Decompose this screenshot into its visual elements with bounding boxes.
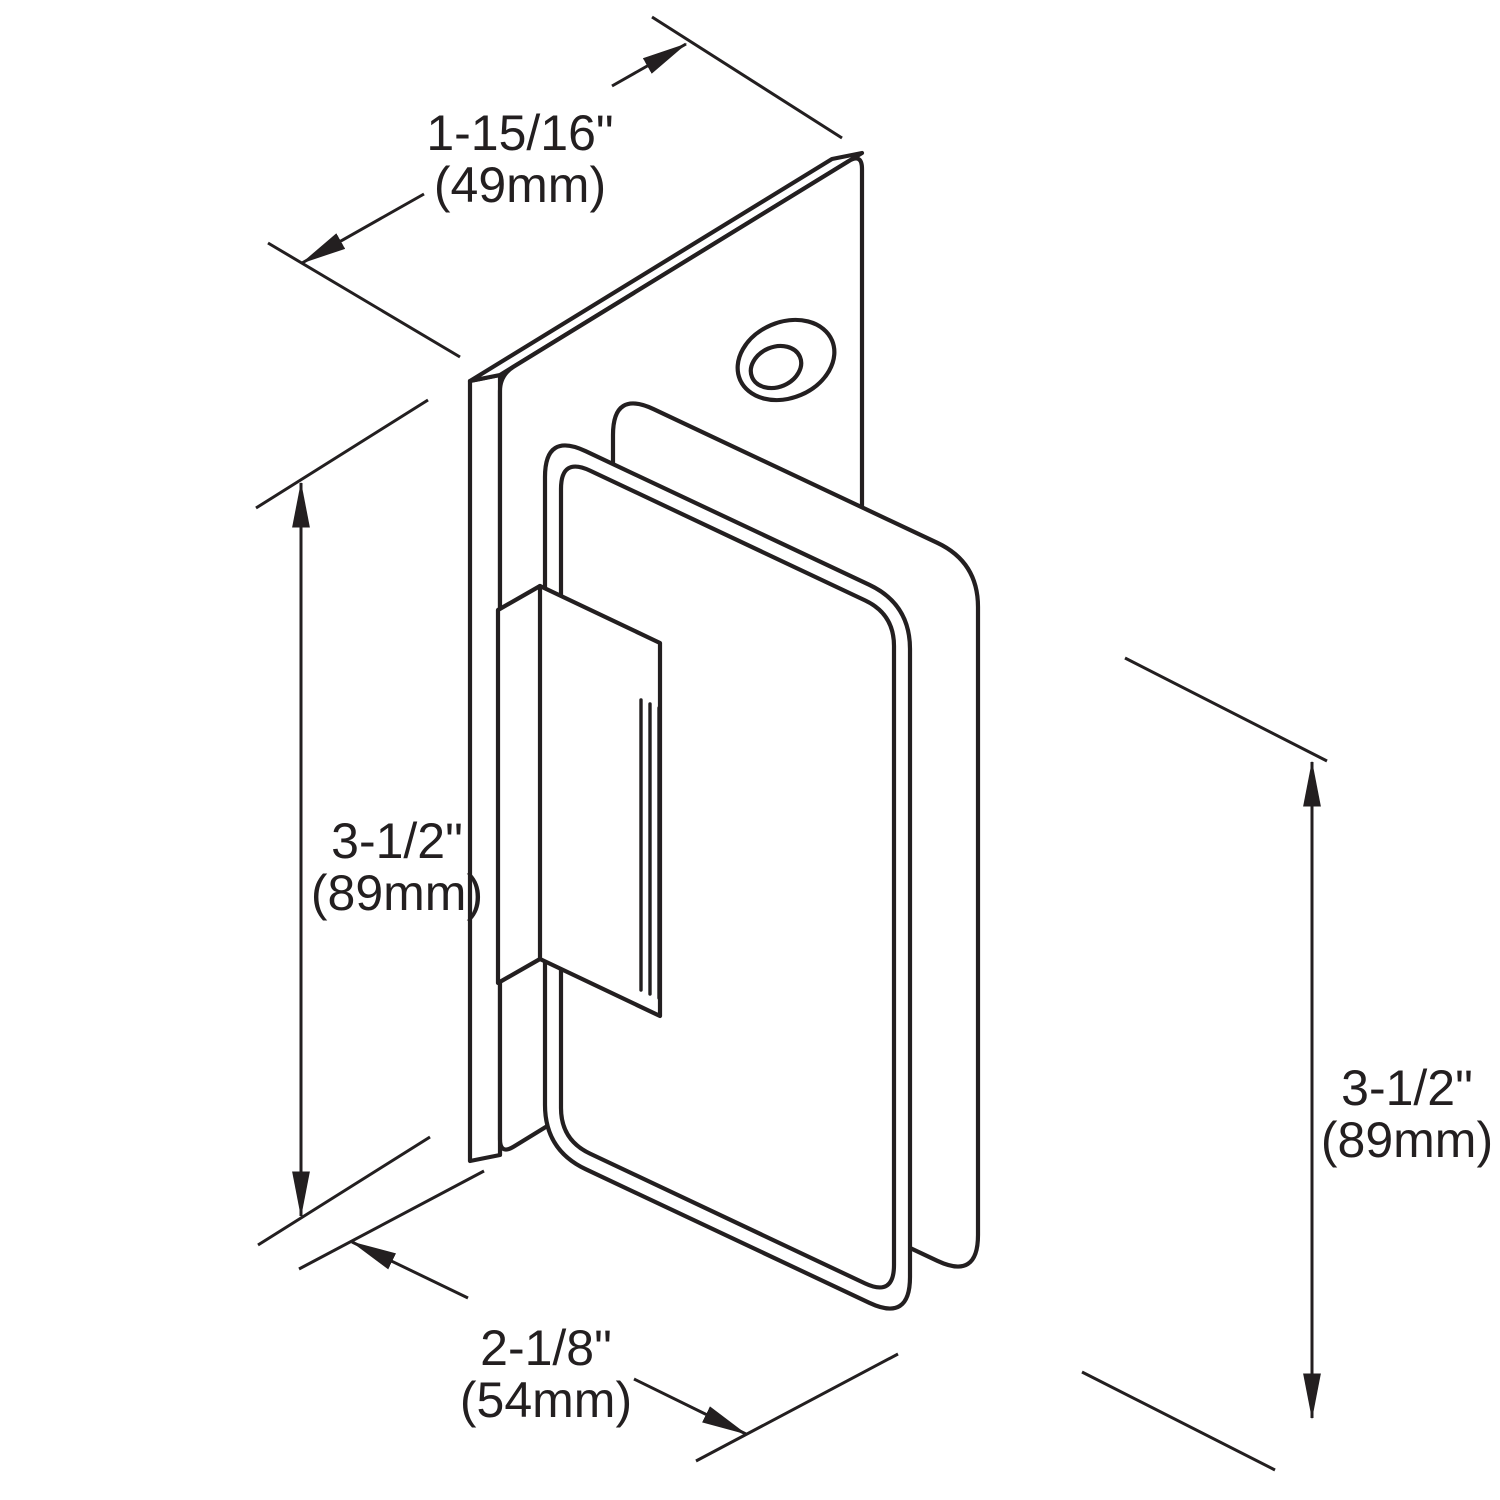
front-clamp-plate-bevel — [558, 464, 897, 1290]
extension-line — [257, 1135, 431, 1247]
dimension-depth-inches-label: 2-1/8" — [480, 1320, 612, 1376]
dimension-height-left-inches-label: 3-1/2" — [331, 813, 463, 869]
dimension-width-mm-label: (49mm) — [434, 157, 606, 213]
extension-line — [1124, 656, 1328, 763]
dimension-line — [633, 1377, 748, 1436]
extension-line — [651, 15, 843, 140]
dimension-depth-mm-label: (54mm) — [460, 1372, 632, 1428]
dimension-height-left: 3-1/2" (89mm) — [255, 398, 483, 1247]
dimension-height-right: 3-1/2" (89mm) — [1081, 656, 1493, 1472]
dimension-line — [300, 192, 425, 265]
dimension-height-left-mm-label: (89mm) — [311, 865, 483, 921]
wall-plate-top-edge — [467, 150, 865, 384]
dimension-height-right-mm-label: (89mm) — [1321, 1112, 1493, 1168]
dimension-line — [611, 42, 688, 88]
extension-line — [1081, 1370, 1276, 1472]
dimension-line — [350, 1240, 469, 1300]
wall-plate-left-edge — [467, 372, 503, 1164]
hinge-part-drawing — [467, 150, 981, 1311]
extension-line — [255, 398, 429, 510]
dimension-depth: 2-1/8" (54mm) — [298, 1169, 899, 1463]
hinge-pivot-block — [495, 583, 663, 1019]
dimension-width: 1-15/16" (49mm) — [267, 15, 843, 359]
pivot-block-body — [495, 583, 663, 1019]
dimension-width-inches-label: 1-15/16" — [426, 105, 613, 161]
extension-line — [695, 1352, 899, 1463]
extension-line — [298, 1169, 485, 1271]
dimension-height-right-inches-label: 3-1/2" — [1341, 1060, 1473, 1116]
extension-line — [267, 241, 461, 359]
dimension-annotations: 1-15/16" (49mm) 3-1/2" (89mm) 2-1/8" (54… — [255, 15, 1493, 1472]
mounting-hole-inner — [748, 343, 804, 391]
